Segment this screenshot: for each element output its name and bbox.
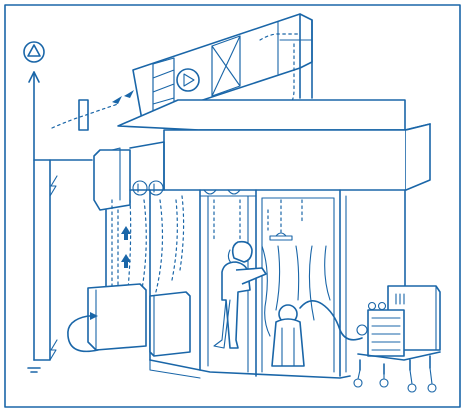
bracket (34, 160, 50, 360)
exhaust-airflow-path (52, 104, 118, 128)
transformer-cart (354, 286, 440, 392)
equipment-cable (300, 301, 362, 340)
arrow-icon (112, 96, 122, 104)
equipment-box (150, 292, 190, 356)
arrow-icon (124, 90, 134, 98)
operator-person (214, 242, 266, 348)
lightning-bolt-icon (50, 176, 57, 196)
lightning-bolt-icon-lower (50, 340, 57, 360)
transformer-unit (368, 310, 404, 356)
person-head (233, 242, 252, 262)
air-handling-unit (88, 284, 146, 350)
upper-box-front (164, 130, 406, 190)
cart-wheel (380, 379, 388, 387)
seated-person-body (272, 319, 304, 366)
cart-wheel (428, 384, 436, 392)
left-scale (24, 42, 92, 372)
fan-unit (133, 181, 147, 195)
triangle-in-circle-icon (28, 45, 40, 56)
seated-person (272, 301, 362, 366)
fan-unit (149, 181, 163, 195)
upper-box-side (406, 124, 430, 190)
cart-wheel (408, 384, 416, 392)
ceiling-lamp-icon (270, 233, 292, 240)
arrow-up-icon (121, 226, 131, 240)
cart-wheel (354, 379, 362, 387)
